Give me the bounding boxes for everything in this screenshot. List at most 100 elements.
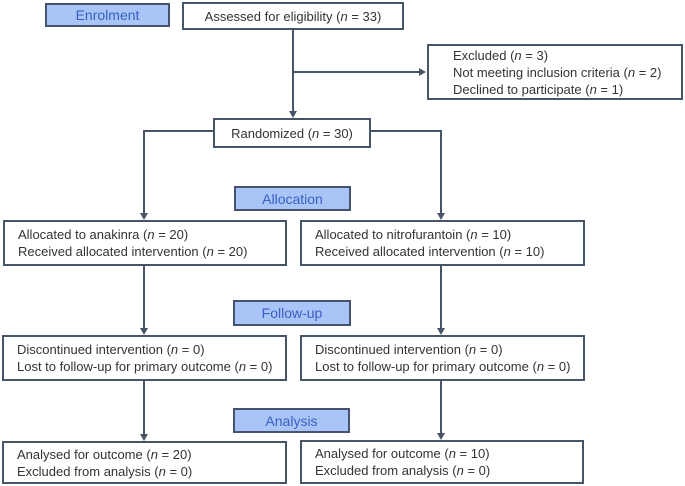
box-text-line: Excluded (n = 3)	[453, 47, 681, 64]
text-post: = 20)	[157, 446, 192, 462]
arrowhead-down-icon	[437, 213, 445, 220]
text-post: = 30)	[319, 125, 353, 141]
arrowhead-right-icon	[419, 68, 426, 76]
text-pre: Discontinued intervention (	[315, 342, 469, 357]
text-pre: Received allocated intervention (	[315, 244, 504, 259]
box-text-line: Excluded from analysis (n = 0)	[315, 462, 582, 479]
stage-label-enrolment: Enrolment	[45, 3, 170, 27]
text-pre: Allocated to anakinra (	[18, 227, 148, 242]
text-post: = 2)	[635, 64, 662, 80]
text-pre: Not meeting inclusion criteria (	[453, 64, 628, 80]
n-italic: n	[468, 342, 477, 357]
connector-followup-to-analysis-right	[440, 381, 442, 433]
box-followup-nitrofurantoin: Discontinued intervention (n = 0) Lost t…	[300, 335, 585, 381]
n-italic: n	[456, 463, 464, 478]
box-text-line: Allocated to anakinra (n = 20)	[18, 226, 285, 243]
n-italic: n	[470, 227, 478, 242]
box-text-line: Assessed for eligibility (n = 33)	[205, 8, 382, 25]
n-italic: n	[312, 125, 320, 141]
stage-label-text: Analysis	[265, 412, 318, 429]
stage-label-followup: Follow-up	[233, 300, 351, 326]
text-post: = 0)	[476, 342, 503, 357]
box-allocated-nitrofurantoin: Allocated to nitrofurantoin (n = 10) Rec…	[300, 220, 585, 266]
text-post: = 20)	[154, 227, 189, 242]
box-text-line: Allocated to nitrofurantoin (n = 10)	[315, 226, 583, 243]
box-text-line: Received allocated intervention (n = 20)	[18, 243, 285, 260]
text-pre: Declined to participate (	[453, 81, 590, 97]
text-pre: Excluded (	[453, 47, 515, 63]
box-text-line: Not meeting inclusion criteria (n = 2)	[453, 64, 681, 81]
n-italic: n	[448, 446, 456, 461]
text-post: = 10)	[455, 446, 490, 461]
n-italic: n	[150, 446, 158, 462]
stage-label-text: Enrolment	[75, 7, 140, 23]
arrowhead-down-icon	[437, 328, 445, 335]
text-pre: Received allocated intervention (	[18, 244, 207, 259]
n-italic: n	[158, 463, 166, 479]
n-italic: n	[627, 64, 636, 80]
stage-label-analysis: Analysis	[233, 408, 350, 433]
arrowhead-down-icon	[289, 111, 297, 118]
n-italic: n	[340, 8, 348, 24]
box-text-line: Excluded from analysis (n = 0)	[17, 463, 285, 480]
text-post: = 0)	[178, 342, 205, 357]
box-text-line: Discontinued intervention (n = 0)	[315, 341, 583, 358]
connector-randomized-to-anakinra	[143, 130, 145, 213]
connector-randomized-to-nitrofurantoin	[440, 130, 442, 213]
text-pre: Lost to follow-up for primary outcome (	[315, 359, 537, 374]
connector-randomized-split-right	[371, 130, 442, 132]
n-italic: n	[514, 47, 522, 63]
n-italic: n	[206, 244, 214, 259]
box-text-line: Received allocated intervention (n = 10)	[315, 243, 583, 260]
stage-label-allocation: Allocation	[234, 186, 351, 211]
stage-label-text: Follow-up	[261, 305, 323, 321]
text-pre: Lost to follow-up for primary outcome (	[17, 359, 239, 374]
box-assessed-for-eligibility: Assessed for eligibility (n = 33)	[182, 2, 404, 30]
arrowhead-down-icon	[140, 434, 148, 441]
text-pre: Allocated to nitrofurantoin (	[315, 227, 471, 242]
stage-label-text: Allocation	[262, 190, 323, 207]
text-post: = 10)	[510, 244, 545, 259]
connector-randomized-split-left	[144, 130, 214, 132]
text-pre: Excluded from analysis (	[17, 463, 159, 479]
text-pre: Analysed for outcome (	[17, 446, 151, 462]
box-text-line: Declined to participate (n = 1)	[453, 81, 681, 98]
box-allocated-anakinra: Allocated to anakinra (n = 20) Received …	[3, 220, 287, 266]
n-italic: n	[503, 244, 511, 259]
box-text-line: Discontinued intervention (n = 0)	[17, 341, 285, 358]
n-italic: n	[536, 359, 545, 374]
connector-allocation-to-followup-left	[143, 266, 145, 328]
n-italic: n	[589, 81, 597, 97]
text-post: = 10)	[477, 227, 512, 242]
text-post: = 3)	[521, 47, 549, 63]
text-pre: Analysed for outcome (	[315, 446, 449, 461]
connector-allocation-to-followup-right	[440, 266, 442, 328]
text-post: = 0)	[544, 359, 571, 374]
arrowhead-down-icon	[437, 433, 445, 440]
text-post: = 33)	[347, 8, 382, 24]
arrowhead-down-icon	[140, 213, 148, 220]
n-italic: n	[147, 227, 155, 242]
box-text-line: Analysed for outcome (n = 10)	[315, 445, 582, 462]
box-excluded: Excluded (n = 3) Not meeting inclusion c…	[427, 44, 683, 100]
arrowhead-down-icon	[140, 328, 148, 335]
text-post: = 0)	[246, 359, 273, 374]
connector-followup-to-analysis-left	[143, 381, 145, 434]
text-pre: Discontinued intervention (	[17, 342, 171, 357]
text-post: = 0)	[165, 463, 193, 479]
box-analysed-nitrofurantoin: Analysed for outcome (n = 10) Excluded f…	[300, 440, 584, 484]
text-post: = 1)	[596, 81, 624, 97]
text-post: = 20)	[213, 244, 248, 259]
box-text-line: Analysed for outcome (n = 20)	[17, 446, 285, 463]
box-randomized: Randomized (n = 30)	[213, 118, 371, 148]
box-analysed-anakinra: Analysed for outcome (n = 20) Excluded f…	[2, 441, 287, 484]
box-text-line: Lost to follow-up for primary outcome (n…	[17, 358, 285, 375]
box-text-line: Randomized (n = 30)	[231, 125, 353, 142]
box-text-line: Lost to follow-up for primary outcome (n…	[315, 358, 583, 375]
n-italic: n	[170, 342, 179, 357]
text-pre: Excluded from analysis (	[315, 463, 457, 478]
connector-assessed-to-excluded	[292, 71, 420, 73]
text-pre: Randomized (	[231, 125, 313, 141]
n-italic: n	[238, 359, 247, 374]
